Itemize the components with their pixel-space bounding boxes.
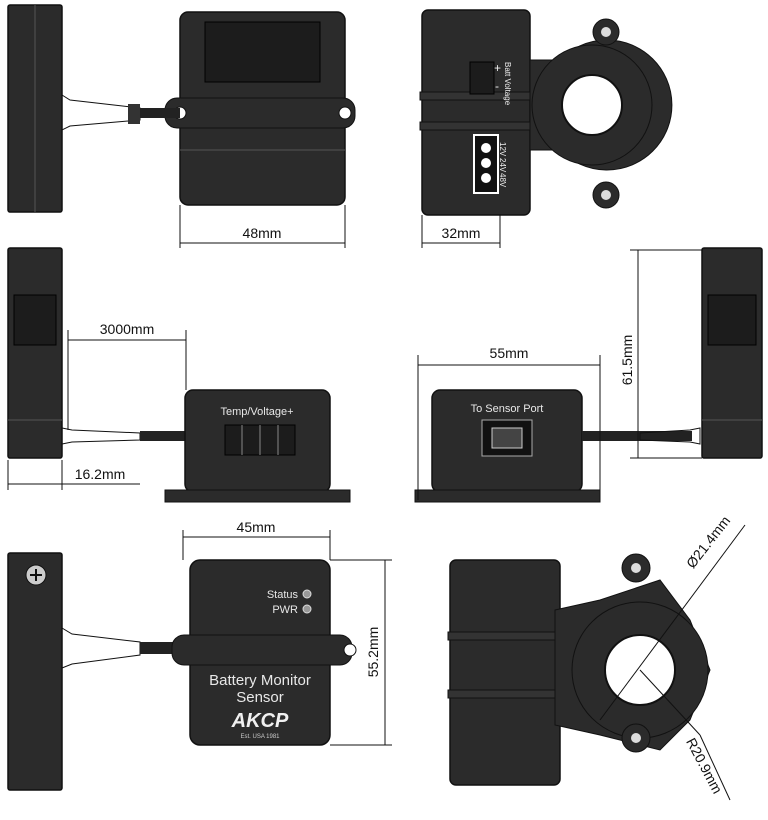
pwr-led-icon bbox=[302, 604, 312, 614]
dimension-side-depth: 32mm bbox=[421, 215, 501, 248]
front-view-housing: Status PWR Battery Monitor Sensor AKCP E… bbox=[171, 559, 357, 746]
dim-61-5mm: 61.5mm bbox=[619, 335, 635, 386]
dimension-top-width: 48mm bbox=[179, 205, 346, 248]
status-led-label: Status bbox=[267, 589, 299, 601]
dim-45mm: 45mm bbox=[237, 519, 276, 535]
temp-voltage-port-label: Temp/Voltage+ bbox=[220, 406, 293, 418]
end-view-terminal-side: Temp/Voltage+ bbox=[164, 389, 351, 503]
dim-55mm: 55mm bbox=[490, 345, 529, 361]
dim-3000mm: 3000mm bbox=[100, 321, 154, 337]
dim-32mm: 32mm bbox=[442, 225, 481, 241]
end-view-sensor-port-side: To Sensor Port bbox=[414, 389, 701, 503]
dimension-cable-length: 3000mm bbox=[67, 321, 187, 430]
product-name-line1: Battery Monitor bbox=[209, 672, 311, 689]
plus-label: + bbox=[494, 61, 501, 75]
24v-label: 24V bbox=[498, 158, 507, 173]
pwr-led-label: PWR bbox=[272, 604, 298, 616]
top-left-clamp-side-view bbox=[7, 4, 141, 213]
product-name-line2: Sensor bbox=[236, 689, 284, 706]
brand-tagline: Est. USA 1981 bbox=[240, 734, 280, 740]
dimension-front-height: 55.2mm bbox=[330, 559, 392, 746]
dim-55-2mm: 55.2mm bbox=[365, 627, 381, 678]
48v-label: 48V bbox=[498, 173, 507, 188]
12v-label: 12V bbox=[498, 142, 507, 157]
clamp-side-view-bottom bbox=[447, 524, 746, 801]
top-view-housing bbox=[140, 11, 356, 206]
sensor-port-label: To Sensor Port bbox=[471, 403, 544, 415]
dimension-back-width: 55mm bbox=[417, 345, 601, 500]
akcp-logo: AKCP bbox=[231, 710, 289, 732]
dimension-clamp-thickness: 16.2mm bbox=[7, 460, 140, 490]
bottom-left-clamp bbox=[7, 552, 190, 791]
dim-48mm: 48mm bbox=[243, 225, 282, 241]
minus-label: - bbox=[495, 79, 499, 93]
front-left-clamp bbox=[7, 247, 185, 459]
status-led-icon bbox=[302, 589, 312, 599]
front-right-clamp bbox=[701, 247, 763, 459]
batt-voltage-label: Batt Voltage bbox=[503, 62, 512, 106]
side-view-housing-with-clamp: Batt Voltage + - 12V 24V 48V bbox=[419, 9, 673, 216]
dimension-front-width: 45mm bbox=[182, 519, 331, 560]
dim-16-2mm: 16.2mm bbox=[75, 466, 126, 482]
dim-diameter: Ø21.4mm bbox=[683, 513, 733, 571]
dimension-clamp-height: 61.5mm bbox=[619, 249, 702, 459]
